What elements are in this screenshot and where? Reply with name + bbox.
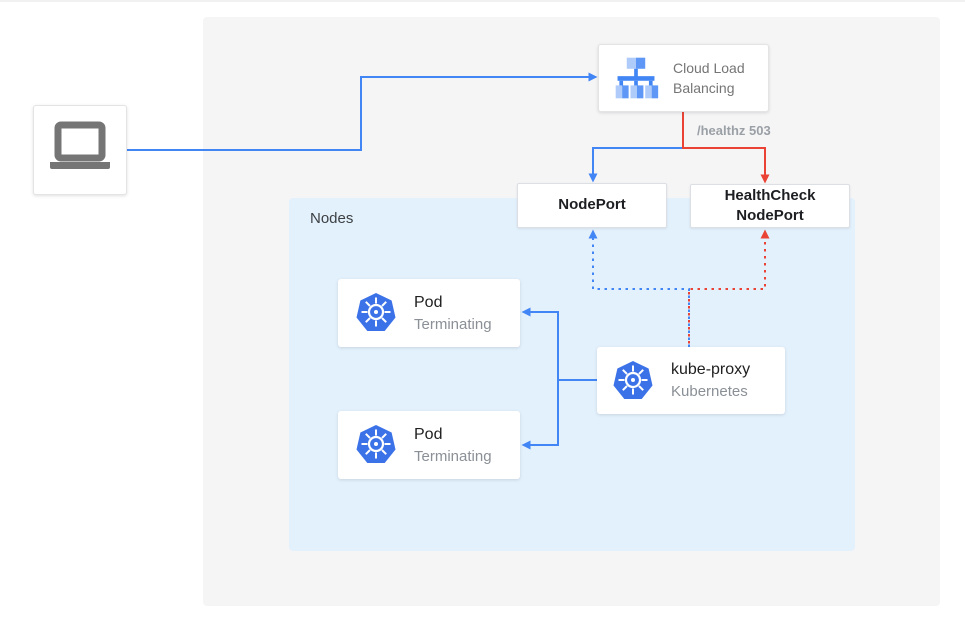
kube-proxy-subtitle: Kubernetes	[671, 383, 748, 400]
kubernetes-icon	[613, 360, 653, 399]
kubernetes-icon	[356, 425, 396, 463]
kubernetes-icon	[356, 293, 396, 331]
nodeport-node: NodePort	[517, 183, 667, 228]
nodeport-label: NodePort	[558, 196, 626, 214]
pod-node-1: Pod Terminating	[338, 279, 520, 347]
laptop-icon	[50, 121, 110, 169]
pod-title: Pod	[414, 293, 443, 311]
healthcheck-nodeport-node: HealthCheck NodePort	[690, 184, 850, 228]
nodes-panel-label: Nodes	[310, 210, 354, 227]
healthz-status-label: /healthz 503	[697, 123, 771, 138]
pod-node-2: Pod Terminating	[338, 411, 520, 479]
load-balancer-icon	[615, 57, 659, 99]
cloud-load-balancing-node: Cloud Load Balancing	[598, 44, 769, 112]
kube-proxy-title: kube-proxy	[671, 361, 751, 378]
pod-status: Terminating	[414, 447, 492, 465]
clb-label: Cloud Load Balancing	[673, 60, 745, 96]
pod-title: Pod	[414, 425, 443, 443]
kube-proxy-node: kube-proxy Kubernetes	[597, 347, 785, 414]
pod-status: Terminating	[414, 315, 492, 333]
healthcheck-nodeport-label: HealthCheck NodePort	[724, 186, 816, 224]
client-node	[33, 105, 127, 195]
